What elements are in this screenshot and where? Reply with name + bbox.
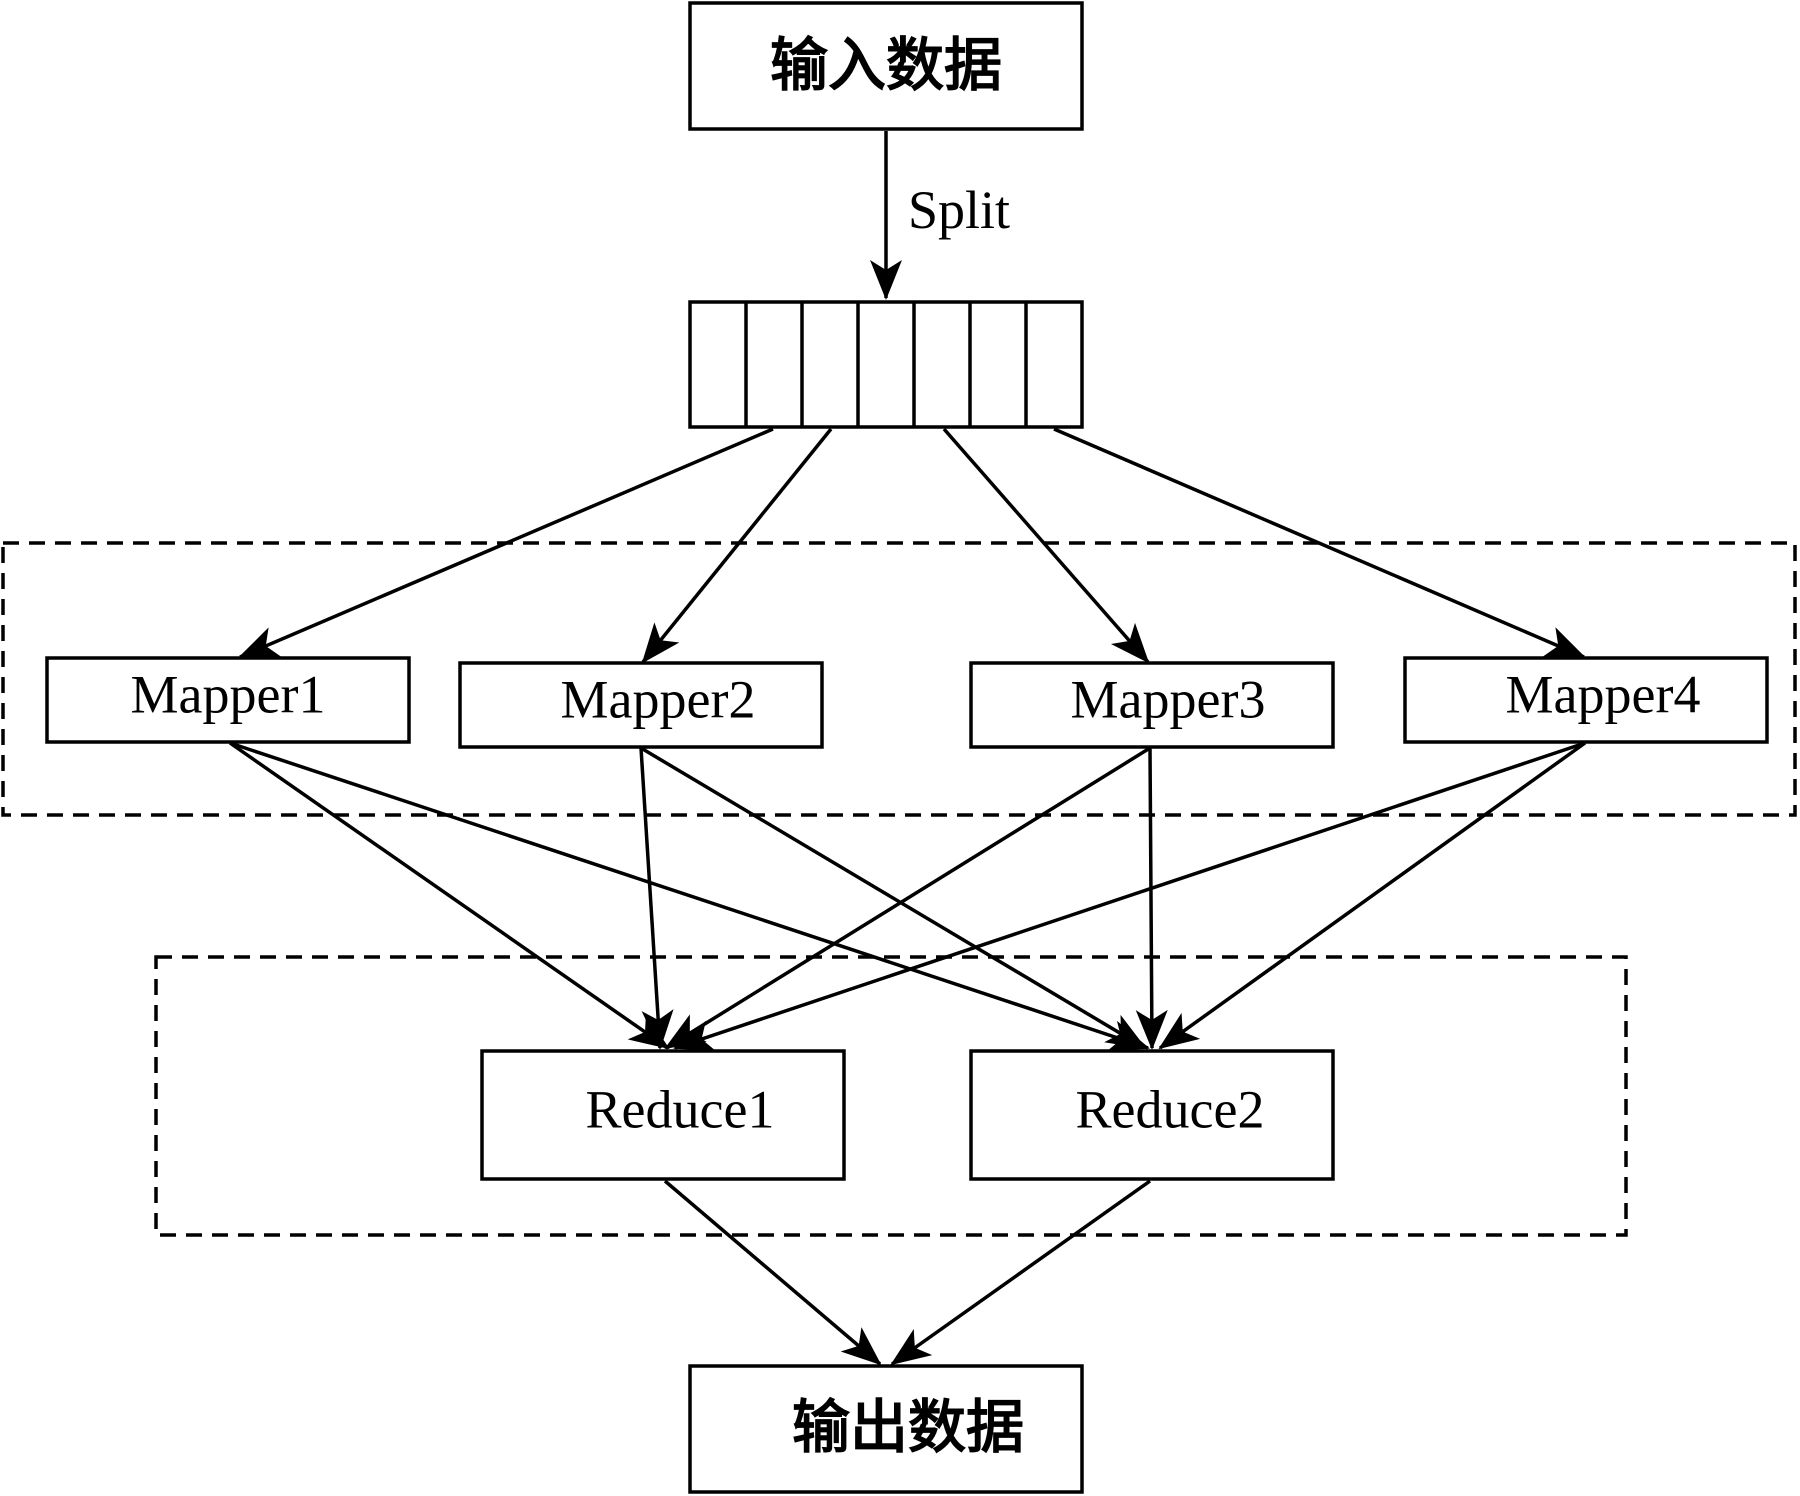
- mapper1-label: Mapper1: [131, 664, 326, 724]
- mapper2-node: Mapper2: [458, 661, 824, 749]
- reduce-group: [154, 955, 1628, 1237]
- edge-mapper4-reduce1: [673, 741, 1586, 1052]
- edge-split-mapper4: [1053, 427, 1586, 659]
- edge-mapper1-reduce2: [229, 741, 1150, 1052]
- mapper3-label: Mapper3: [1071, 669, 1266, 729]
- output-node: 输出数据: [688, 1364, 1084, 1494]
- reduce2-node: Reduce2: [969, 1049, 1335, 1181]
- mapper-group: [1, 541, 1797, 817]
- edge-mapper2-reduce2: [640, 746, 1147, 1050]
- edge-mapper3-reduce1: [664, 746, 1151, 1050]
- split-edge-label: Split: [908, 180, 1010, 240]
- input-label: 输入数据: [770, 31, 1002, 99]
- edge-mapper3-reduce2: [1135, 747, 1168, 1050]
- edge-split-mapper3: [942, 427, 1150, 664]
- reduce1-node: Reduce1: [480, 1049, 846, 1181]
- edge-mapper1-reduce1: [228, 741, 670, 1050]
- mapper2-label: Mapper2: [561, 669, 756, 729]
- reduce1-label: Reduce1: [586, 1079, 775, 1139]
- mapper1-node: Mapper1: [45, 656, 411, 744]
- mapper4-label: Mapper4: [1506, 664, 1701, 724]
- reduce2-label: Reduce2: [1076, 1079, 1265, 1139]
- edge-split-mapper2: [641, 427, 833, 664]
- mapper4-node: Mapper4: [1403, 656, 1769, 744]
- edge-mapper4-reduce2: [1158, 741, 1587, 1050]
- split-blocks: [688, 300, 1084, 429]
- input-node: 输入数据: [688, 1, 1084, 131]
- edge-reduce2-output: [890, 1179, 1152, 1366]
- edge-reduce1-output: [663, 1179, 882, 1366]
- mapper3-node: Mapper3: [969, 661, 1335, 749]
- output-label: 输出数据: [792, 1393, 1024, 1461]
- edge-split-mapper1: [238, 427, 774, 659]
- edge-mapper2-reduce1: [639, 747, 674, 1050]
